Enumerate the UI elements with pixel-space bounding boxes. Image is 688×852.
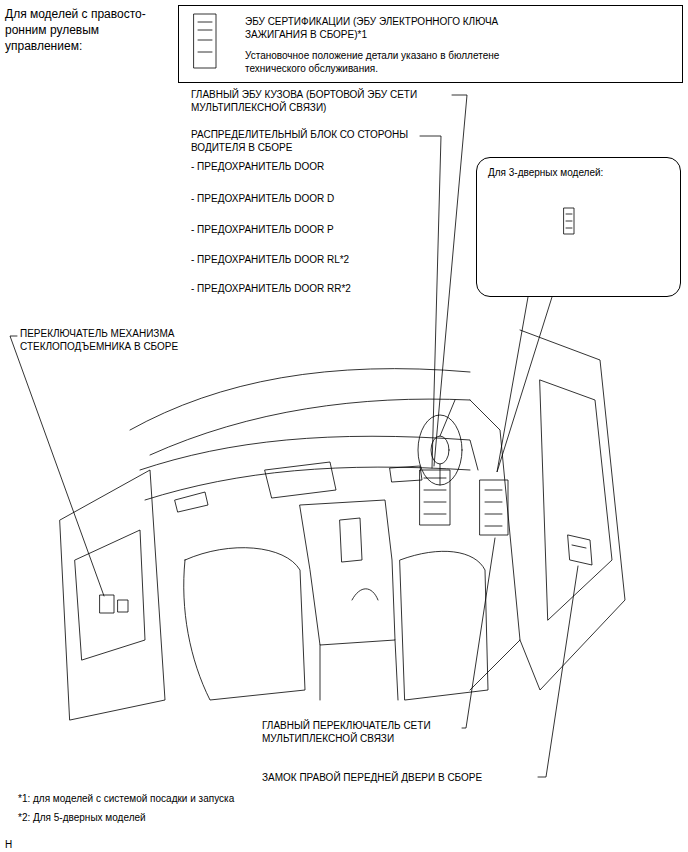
footnote: *2: Для 5-дверных моделей — [18, 811, 418, 824]
part-label: - ПРЕДОХРАНИТЕЛЬ DOOR — [191, 160, 451, 173]
part-label: ГЛАВНЫЙ ЭБУ КУЗОВА (БОРТОВОЙ ЭБУ СЕТИ МУ… — [191, 88, 453, 114]
part-label: ЗАМОК ПРАВОЙ ПЕРЕДНЕЙ ДВЕРИ В СБОРЕ — [262, 771, 542, 784]
page-mark: H — [5, 838, 45, 851]
footnote: *1: для моделей с системой посадки и зап… — [18, 792, 418, 805]
node-heading: Для 3-дверных моделей: — [488, 166, 673, 179]
node-heading: ЭБУ СЕРТИФИКАЦИИ (ЭБУ ЭЛЕКТРОННОГО КЛЮЧА… — [245, 15, 545, 41]
part-label: РАСПРЕДЕЛИТЕЛЬНЫЙ БЛОК СО СТОРОНЫ ВОДИТЕ… — [191, 128, 431, 154]
note-box: ЭБУ СЕРТИФИКАЦИИ (ЭБУ ЭЛЕКТРОННОГО КЛЮЧА… — [178, 5, 683, 83]
part-label: ПЕРЕКЛЮЧАТЕЛЬ МЕХАНИЗМА СТЕКЛОПОДЪЕМНИКА… — [20, 327, 206, 353]
part-label: - ПРЕДОХРАНИТЕЛЬ DOOR D — [191, 192, 451, 205]
part-label: - ПРЕДОХРАНИТЕЛЬ DOOR RR*2 — [191, 282, 451, 295]
part-label: - ПРЕДОХРАНИТЕЛЬ DOOR RL*2 — [191, 253, 451, 266]
heading-note: Для моделей с правосто- ронним рулевым у… — [5, 6, 163, 54]
part-label: - ПРЕДОХРАНИТЕЛЬ DOOR P — [191, 223, 451, 236]
callout-balloon: Для 3-дверных моделей: — [476, 157, 681, 297]
node-note: Установочное положение детали указано в … — [245, 49, 545, 75]
part-label: ГЛАВНЫЙ ПЕРЕКЛЮЧАТЕЛЬ СЕТИ МУЛЬТИПЛЕКСНО… — [262, 719, 462, 745]
